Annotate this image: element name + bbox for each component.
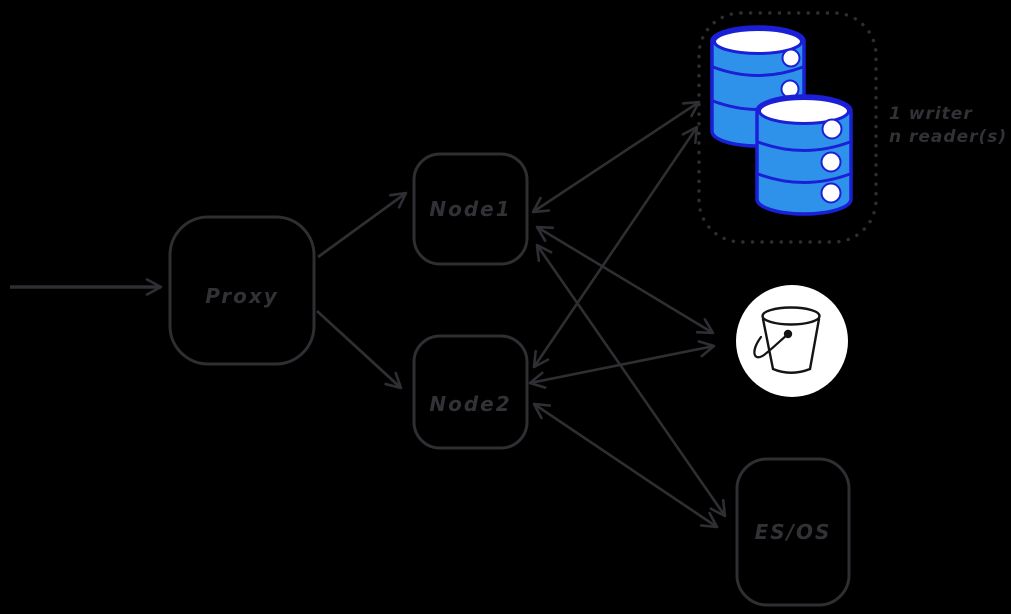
edge-node1-esos	[535, 243, 727, 518]
edge-proxy-node1	[317, 191, 408, 259]
db-cluster-caption: 1 writer n reader(s)	[889, 103, 1007, 149]
db-cluster-caption-line2: n reader(s)	[889, 127, 1008, 147]
edge-proxy-node2	[316, 309, 403, 390]
edge-node2-dbcluster	[532, 125, 699, 369]
node2-node-box	[412, 334, 529, 450]
bucket-icon	[736, 285, 848, 397]
proxy-node-box	[168, 215, 316, 366]
esos-node-box	[735, 457, 851, 607]
edge-node1-bucket	[535, 225, 715, 335]
database-icon	[755, 94, 853, 216]
edge-node2-bucket	[528, 340, 716, 389]
node1-node-box	[412, 152, 529, 266]
db-cluster-caption-line1: 1 writer	[889, 104, 973, 124]
edge-node2-esos	[532, 402, 719, 529]
db-cluster-boundary	[697, 11, 878, 244]
edge-node1-dbcluster	[531, 100, 701, 214]
